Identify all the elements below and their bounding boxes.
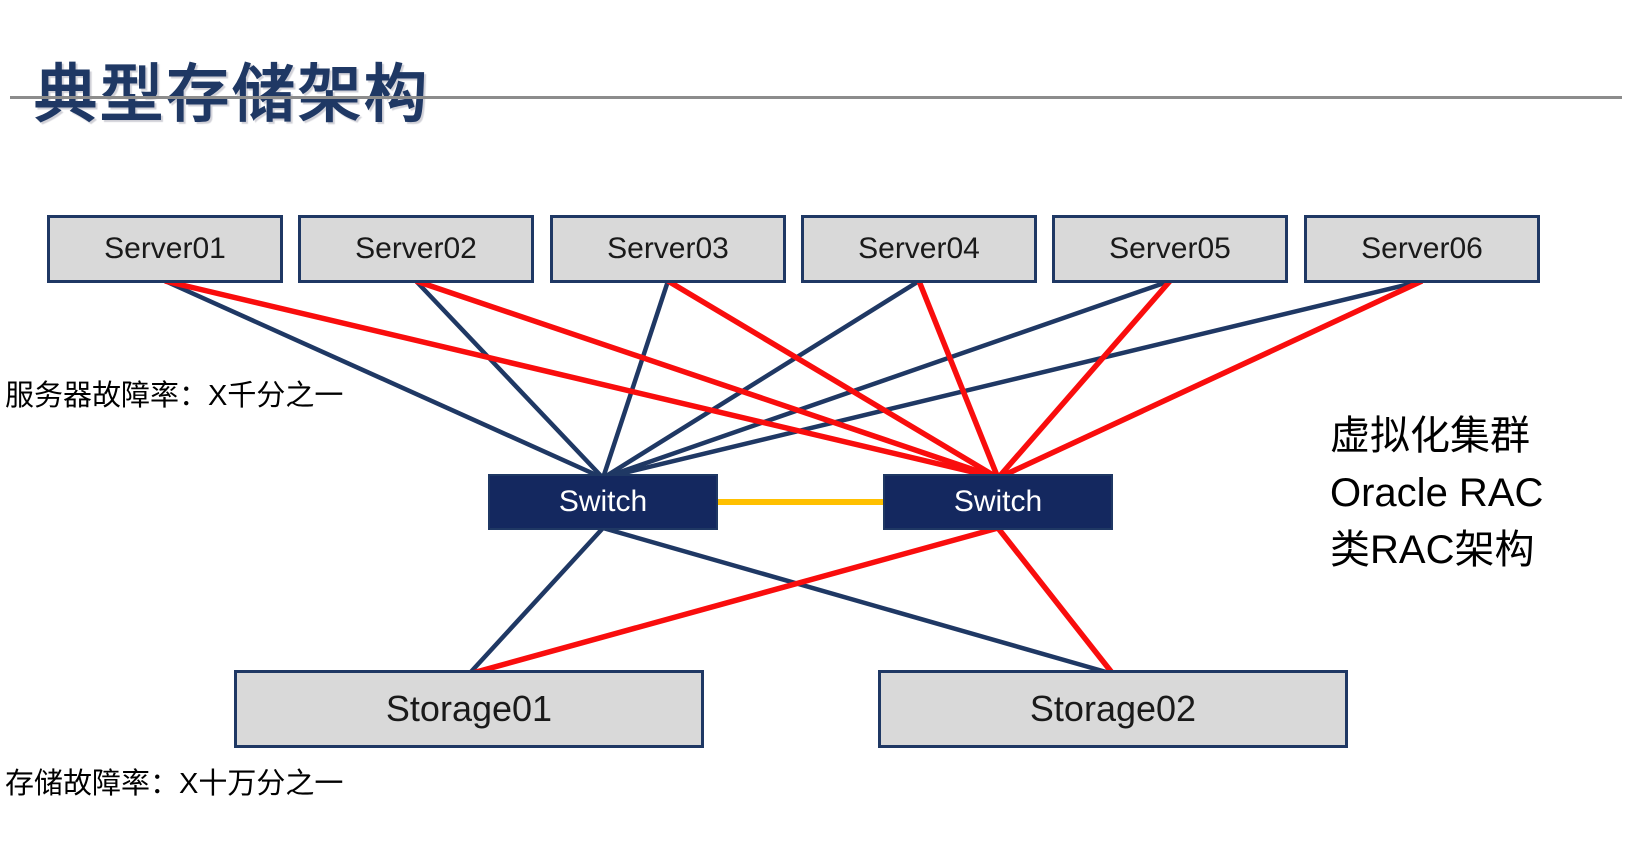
server05-label: Server05 [1109,232,1231,265]
server03-label: Server03 [607,232,729,265]
edge-server04-to-switch-a [601,279,921,480]
storage-node-storage01: Storage01 [234,670,704,748]
edge-server06-to-switch-a [602,278,1423,481]
edge-server05-to-switch-a [602,278,1171,481]
edge-server06-to-switch-b [996,278,1424,481]
edge-switch-b-to-storage02 [995,526,1116,676]
server-node-server02: Server02 [298,215,534,283]
edge-switch-b-to-storage01 [468,525,999,677]
server-node-server01: Server01 [47,215,283,283]
switch-b-label: Switch [953,485,1043,518]
storage-node-storage02: Storage02 [878,670,1348,748]
storage02-label: Storage02 [1029,688,1197,729]
title-underline [10,96,1622,99]
annotation-line-2: Oracle RAC [1330,471,1544,515]
server-node-server06: Server06 [1304,215,1540,283]
switch-node-switch-a: Switch [488,474,718,530]
server-failure-rate-caption: 服务器故障率：X千分之一 [5,380,344,412]
switch-node-switch-b: Switch [883,474,1113,530]
edge-server02-to-switch-b [415,278,999,481]
annotation-line-1: 虚拟化集群 [1330,414,1530,458]
storage-failure-rate-caption: 存储故障率：X十万分之一 [5,768,344,800]
edge-server02-to-switch-a [414,279,605,480]
server-node-server04: Server04 [801,215,1037,283]
edge-server05-to-switch-b [995,279,1173,480]
edge-switch-a-to-storage02 [602,525,1114,677]
cluster-annotation: 虚拟化集群 Oracle RAC 类RAC架构 [1330,408,1543,579]
server-node-server05: Server05 [1052,215,1288,283]
edge-server03-to-switch-b [666,278,1000,481]
server02-label: Server02 [355,232,477,265]
annotation-line-3: 类RAC架构 [1330,528,1535,572]
server06-label: Server06 [1361,232,1483,265]
edge-switch-a-to-storage01 [467,526,605,676]
edge-server04-to-switch-b [916,279,1001,480]
edge-server01-to-switch-a [164,278,604,481]
edge-server03-to-switch-a [600,280,671,479]
page-title: 典型存储架构 [34,60,430,131]
storage01-label: Storage01 [385,688,553,729]
server-node-server03: Server03 [550,215,786,283]
switch-a-label: Switch [558,485,648,518]
server01-label: Server01 [104,232,226,265]
server04-label: Server04 [858,232,980,265]
edge-server01-to-switch-b [164,278,999,481]
